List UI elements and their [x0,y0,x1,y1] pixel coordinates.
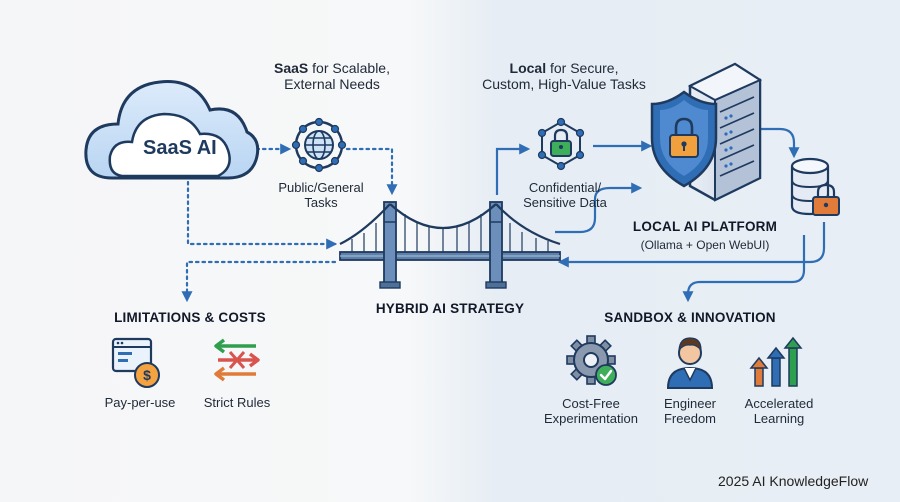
sandbox-item-cost-free-line1: Cost-Free [562,396,620,411]
local-platform-subtitle: (Ollama + Open WebUI) [640,237,770,252]
server-to-database-arrow [752,127,800,159]
local-server-shield-icon [650,62,763,202]
cloud-to-bridge-arrow [186,180,338,250]
database-to-bridge-arrow [557,222,826,268]
public-node-to-bridge-arrow [345,147,398,196]
suspension-bridge [339,201,561,289]
confidential-node-label-line1: Confidential/ [528,180,602,195]
sandbox-item-accelerated-learning-line2: Learning [753,410,805,426]
sandbox-item-accelerated-learning: Accelerated Learning [734,396,824,427]
hybrid-strategy-title: HYBRID AI STRATEGY [375,301,525,316]
bridge-to-confidential-node-arrow [495,143,531,195]
local-caption-line1: for Secure, [546,60,619,76]
sandbox-item-cost-free-line2: Experimentation [544,410,638,426]
public-node-label-line2: Tasks [304,194,338,210]
local-platform-label: LOCAL AI PLATFORM (Ollama + Open WebUI) [630,219,780,252]
saas-caption: SaaS for Scalable, External Needs [262,60,402,92]
sandbox-item-engineer-freedom-line2: Freedom [663,410,717,426]
globe-network-icon [291,117,347,173]
connector-lines [181,127,826,303]
saas-caption-line1: for Scalable, [308,60,390,76]
limitations-item-strict-rules: Strict Rules [203,395,271,410]
sandbox-item-engineer-freedom-line1: Engineer [663,396,717,411]
local-caption: Local for Secure, Custom, High-Value Tas… [455,60,673,92]
limitations-title: LIMITATIONS & COSTS [114,310,266,325]
public-node-label-line1: Public/General [278,180,364,195]
confidential-node-label-line2: Sensitive Data [523,194,607,210]
pay-per-use-icon: $ [111,337,160,388]
sandbox-title: SANDBOX & INNOVATION [604,310,776,325]
svg-text:$: $ [143,367,151,383]
sandbox-item-cost-free: Cost-Free Experimentation [538,396,644,427]
database-to-sandbox-arrow [682,235,806,303]
confidential-node-label: Confidential/ Sensitive Data [512,180,618,211]
growth-arrows-icon [749,336,803,387]
lock-network-icon [537,117,585,171]
footer-credit: 2025 AI KnowledgeFlow [718,473,869,489]
bridge-to-limitations-arrow [181,260,337,303]
local-platform-title: LOCAL AI PLATFORM [632,219,778,234]
gear-check-icon [566,335,617,386]
bridge-to-platform-arrow [555,182,643,234]
local-caption-bold: Local [509,60,547,76]
saas-caption-bold: SaaS [274,60,309,76]
saas-cloud [84,80,260,180]
strict-rules-icon [214,338,260,382]
limitations-item-pay-per-use: Pay-per-use [104,395,176,410]
engineer-icon [666,337,714,389]
saas-caption-line2: External Needs [284,76,380,93]
public-node-label: Public/General Tasks [266,180,376,211]
local-caption-line2: Custom, High-Value Tasks [482,76,646,93]
sandbox-item-engineer-freedom: Engineer Freedom [650,396,730,427]
saas-cloud-label: SaaS AI [143,137,217,159]
database-lock-icon [790,157,840,216]
sandbox-item-accelerated-learning-line1: Accelerated [744,396,814,411]
